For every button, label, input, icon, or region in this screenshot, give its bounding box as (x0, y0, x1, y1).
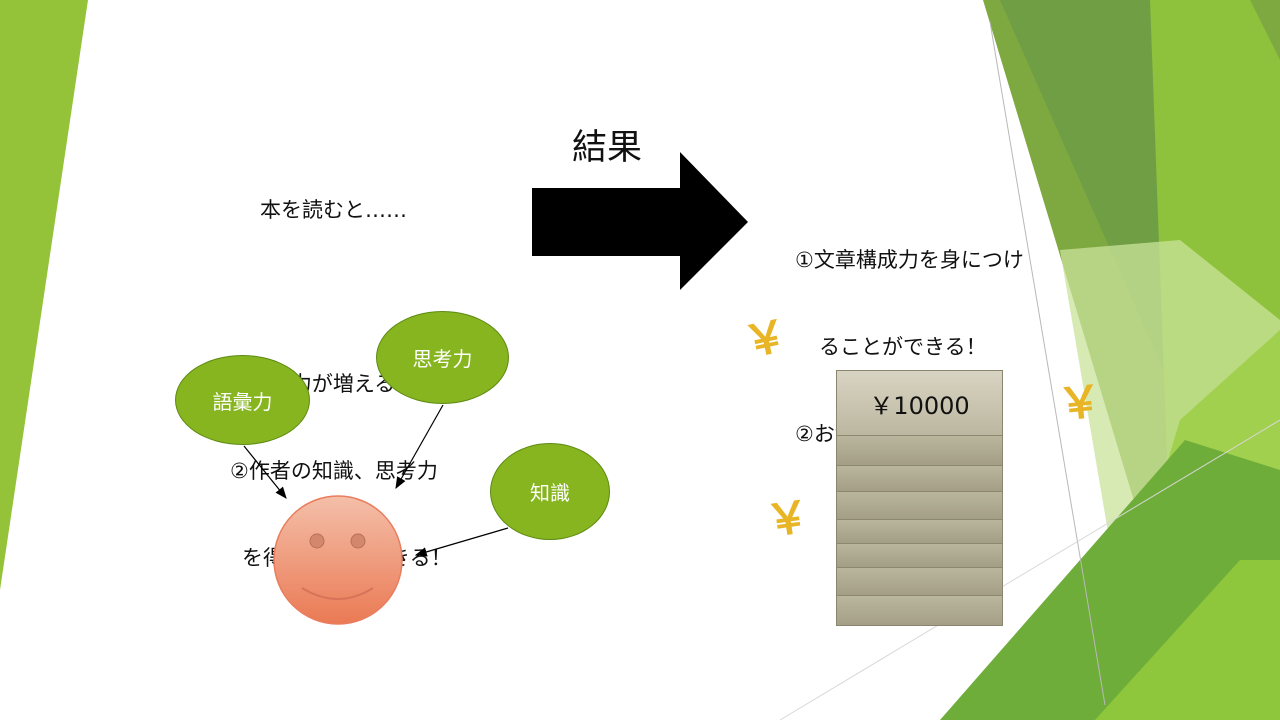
money-stack-band (837, 465, 1002, 492)
bubble-thinking-label: 思考力 (412, 347, 473, 371)
result-title: 結果 (572, 128, 643, 168)
yen-icon: ￥ (762, 491, 814, 548)
bubble-thinking: 思考力 (376, 311, 509, 404)
money-stack-band (837, 435, 1002, 466)
money-stack-band (837, 595, 1002, 625)
outcome-line-writing-cont: ることができる！ (819, 335, 987, 359)
money-stack-band (837, 491, 1002, 520)
money-stack-band (837, 519, 1002, 544)
money-stack: ￥10000 (836, 370, 1003, 626)
money-stack-band (837, 567, 1002, 596)
intro-line-heading: 本を読むと…… (260, 198, 407, 222)
bubble-knowledge-label: 知識 (530, 481, 570, 505)
smiley-face-icon (273, 495, 403, 625)
bubble-knowledge: 知識 (490, 443, 610, 540)
bubble-vocabulary-label: 語彙力 (212, 389, 273, 414)
right-arrow-icon (532, 152, 748, 290)
money-stack-band (837, 543, 1002, 568)
yen-icon: ￥ (1055, 375, 1105, 432)
bubble-vocabulary: 語彙力 (175, 355, 310, 445)
outcome-line-writing: ①文章構成力を身につけ (795, 248, 1024, 272)
money-stack-label: ￥10000 (837, 371, 1002, 435)
yen-icon: ￥ (739, 309, 793, 370)
